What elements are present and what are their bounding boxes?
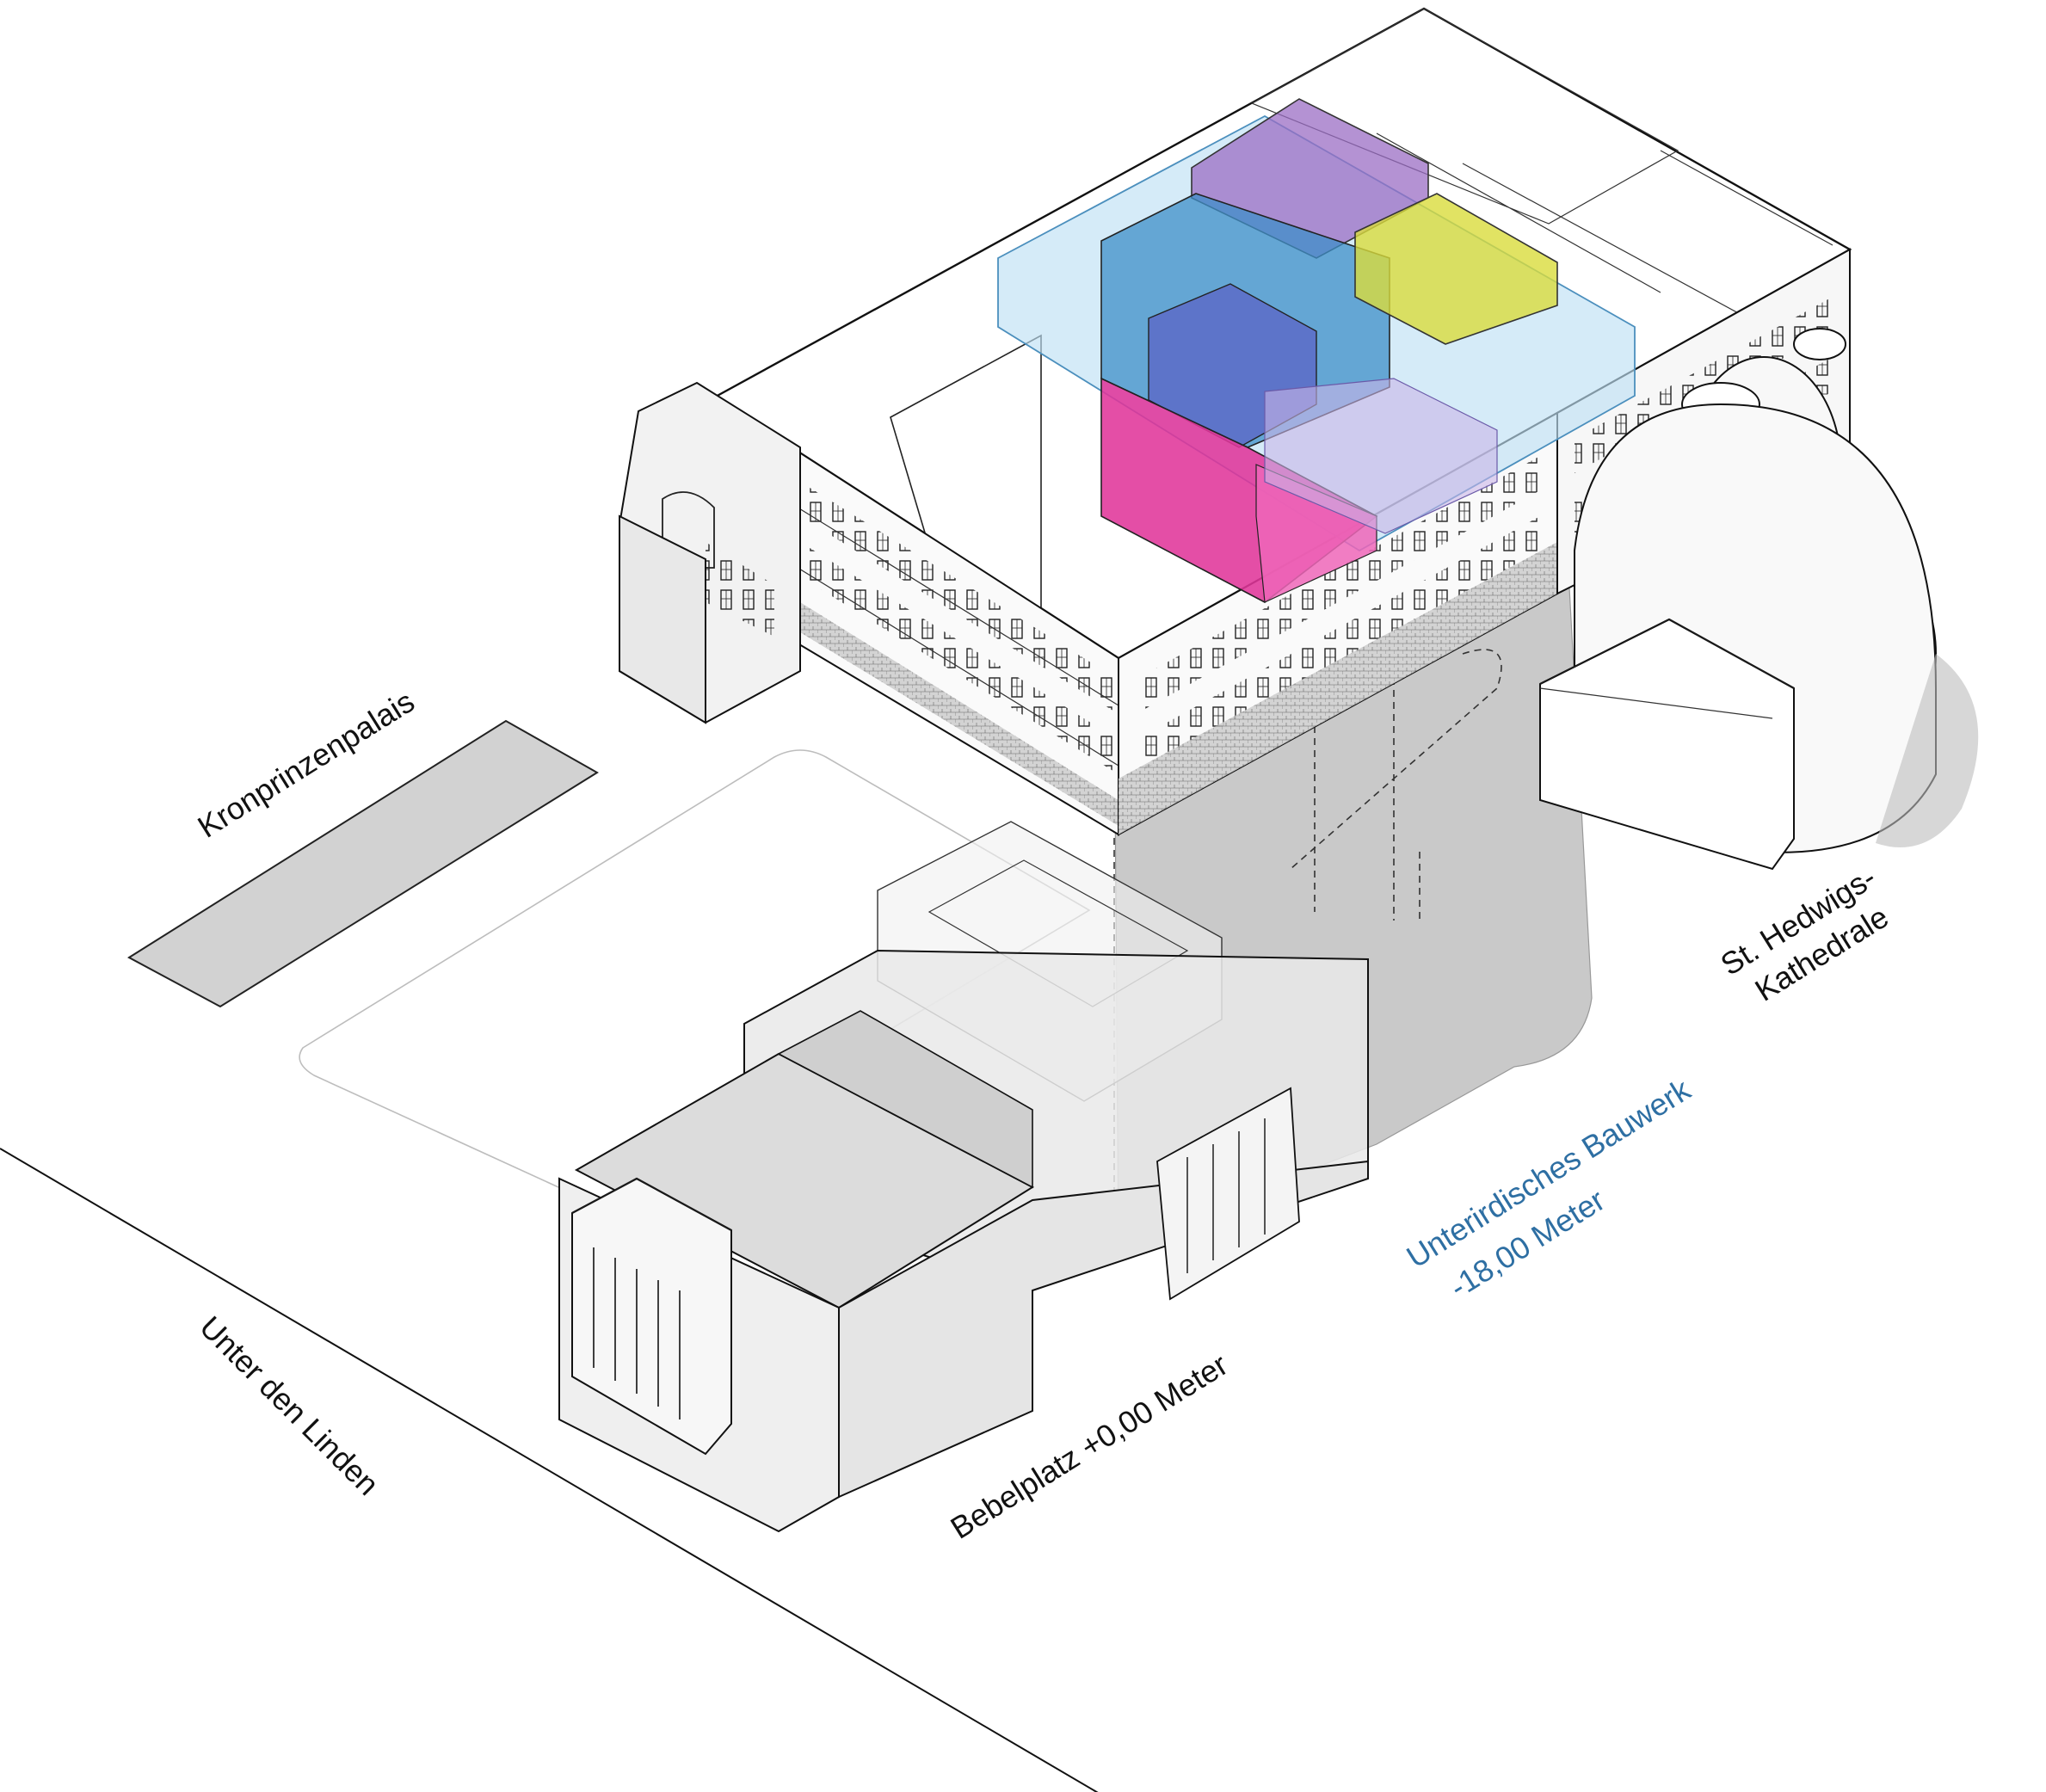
label-unter-den-linden: Unter den Linden	[193, 1309, 385, 1502]
kronprinzenpalais-footprint	[127, 719, 599, 1008]
opera-columns	[593, 1247, 681, 1419]
opera-building	[558, 821, 1369, 1533]
volume-yellow	[1354, 193, 1558, 345]
street-line	[0, 1148, 1099, 1792]
st-hedwigs-cathedral	[1539, 328, 1979, 871]
volume-lavender	[1264, 378, 1498, 534]
library-base-block	[619, 514, 706, 724]
proposed-volumes	[997, 98, 1636, 603]
